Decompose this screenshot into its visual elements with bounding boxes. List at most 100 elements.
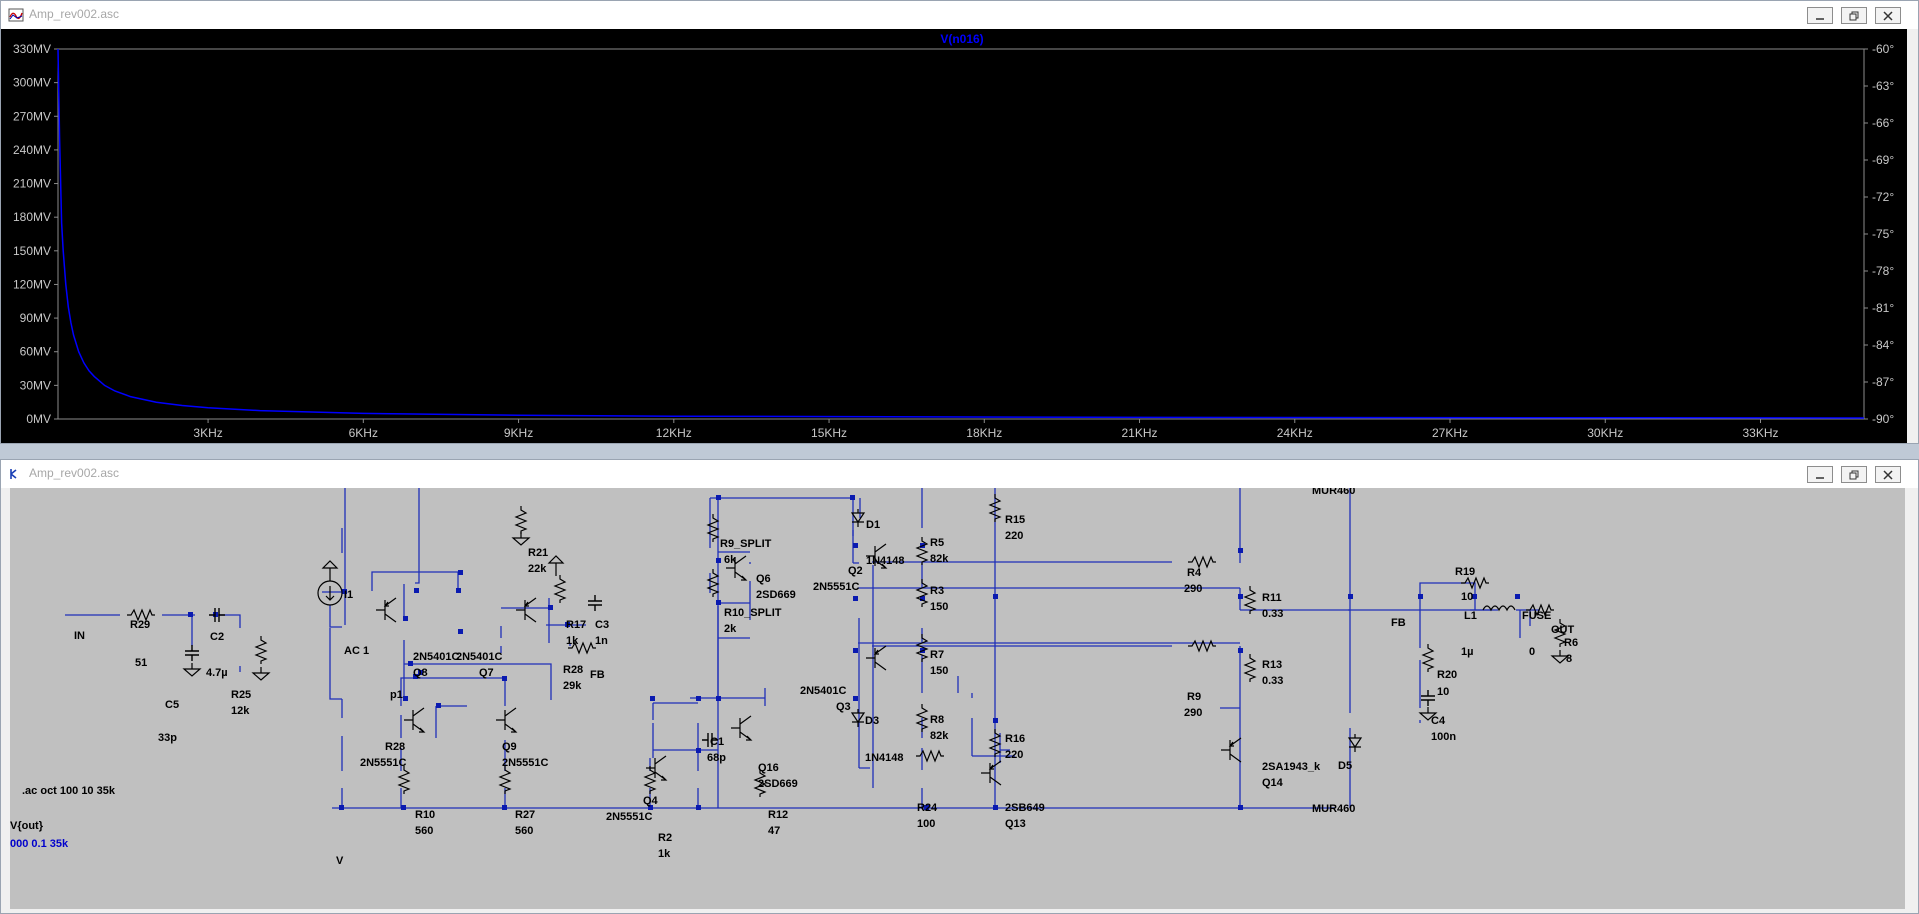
schematic-restore-button[interactable]	[1841, 466, 1867, 483]
label-r16: R16	[1005, 733, 1025, 745]
y2-tick-label: -69°	[1872, 153, 1894, 167]
value-c4: 100n	[1431, 731, 1456, 743]
net-label-fb-2: FB	[1391, 617, 1406, 629]
y2-tick-label: -90°	[1872, 412, 1894, 426]
value-r11: 0.33	[1262, 608, 1283, 620]
schematic-labels: IN R29 51 C2 4.7µ C5 33p R25 12k I1 AC 1…	[10, 488, 1578, 867]
y2-tick-label: -66°	[1872, 116, 1894, 130]
label-c1: C1	[710, 736, 724, 748]
label-d1: D1	[866, 519, 880, 531]
label-fuse: FUSE	[1522, 610, 1551, 622]
value-q8: 2N5401C	[413, 651, 460, 663]
schematic-drawing[interactable]: IN R29 51 C2 4.7µ C5 33p R25 12k I1 AC 1…	[10, 488, 1905, 909]
net-label-out: OUT	[1551, 624, 1575, 636]
minimize-icon	[1816, 17, 1824, 20]
label-q16: Q16	[758, 762, 779, 774]
schematic-symbols	[126, 493, 1569, 798]
schematic-titlebar[interactable]: Amp_rev002.asc	[1, 460, 1918, 488]
y-axis-ticks: 0MV30MV60MV90MV120MV150MV180MV210MV240MV…	[13, 42, 58, 426]
value-r21: 22k	[528, 563, 547, 575]
label-r5: R5	[930, 537, 944, 549]
net-label-ac1: AC 1	[344, 645, 369, 657]
x-tick-label: 24KHz	[1277, 426, 1313, 440]
label-r7: R7	[930, 649, 944, 661]
value-r5: 82k	[930, 553, 949, 565]
chart-title[interactable]: V(n016)	[940, 32, 983, 46]
minimize-icon	[1816, 476, 1824, 479]
value-r24: 100	[917, 818, 935, 830]
label-d3: D3	[865, 715, 879, 727]
value-r9: 290	[1184, 707, 1202, 719]
plot-titlebar[interactable]: Amp_rev002.asc	[1, 1, 1918, 29]
schematic-close-button[interactable]	[1875, 466, 1901, 483]
label-r20: R20	[1437, 669, 1457, 681]
label-q14: Q14	[1262, 777, 1284, 789]
label-q6: Q6	[756, 573, 771, 585]
plot-minimize-button[interactable]	[1807, 7, 1833, 24]
value-r28: 29k	[563, 680, 582, 692]
label-r9: R9	[1187, 691, 1201, 703]
value-r6: 8	[1566, 653, 1572, 665]
value-d3: 1N4148	[865, 752, 904, 764]
value-q9: 2N5551C	[502, 757, 549, 769]
waveform-viewer-icon	[8, 8, 24, 22]
restore-icon	[1849, 11, 1859, 20]
label-r11: R11	[1262, 592, 1282, 604]
label-r6: R6	[1564, 637, 1578, 649]
y2-tick-label: -75°	[1872, 227, 1894, 241]
schematic-window: Amp_rev002.asc	[0, 459, 1919, 914]
value-r3: 150	[930, 601, 948, 613]
label-r19: R19	[1455, 566, 1475, 578]
x-tick-label: 12KHz	[656, 426, 692, 440]
label-c4: C4	[1431, 715, 1446, 727]
y2-tick-label: -72°	[1872, 190, 1894, 204]
value-r8: 82k	[930, 730, 949, 742]
schematic-editor-icon	[10, 469, 17, 479]
net-label-p1: p1	[390, 689, 403, 701]
value-r16: 220	[1005, 749, 1023, 761]
label-r3: R3	[930, 585, 944, 597]
label-c3: C3	[595, 619, 609, 631]
schematic-canvas[interactable]: IN R29 51 C2 4.7µ C5 33p R25 12k I1 AC 1…	[10, 488, 1905, 909]
value-d-top: MUR460	[1312, 488, 1355, 497]
label-i1: I1	[344, 589, 353, 601]
label-r21: R21	[528, 547, 548, 559]
value-q14: 2SA1943_k	[1262, 761, 1321, 773]
value-r4: 290	[1184, 583, 1202, 595]
ac-directive[interactable]: .ac oct 100 10 35k	[22, 785, 116, 797]
label-q4: Q4	[643, 795, 659, 807]
x-tick-label: 6KHz	[349, 426, 378, 440]
label-r8: R8	[930, 714, 944, 726]
plot-close-button[interactable]	[1875, 7, 1901, 24]
value-c2: 4.7µ	[206, 667, 228, 679]
x-tick-label: 9KHz	[504, 426, 533, 440]
label-r28: R28	[563, 664, 583, 676]
label-r12: R12	[768, 809, 788, 821]
y2-tick-label: -78°	[1872, 264, 1894, 278]
value-r9-split: 6k	[724, 554, 737, 566]
value-r29: 51	[135, 657, 147, 669]
label-r4: R4	[1187, 567, 1202, 579]
plot-restore-button[interactable]	[1841, 7, 1867, 24]
label-q8: Q8	[413, 667, 428, 679]
label-c5: C5	[165, 699, 179, 711]
value-r27: 560	[515, 825, 533, 837]
plot-window-title: Amp_rev002.asc	[29, 7, 120, 21]
label-r15: R15	[1005, 514, 1025, 526]
waveform-chart[interactable]: V(n016) 0MV30MV60MV90MV120MV150MV180MV21…	[1, 29, 1907, 443]
schematic-minimize-button[interactable]	[1807, 466, 1833, 483]
y2-tick-label: -87°	[1872, 375, 1894, 389]
y-tick-label: 60MV	[20, 345, 51, 359]
net-label-v: V	[336, 855, 344, 867]
value-r12: 47	[768, 825, 780, 837]
value-q3: 2N5401C	[800, 685, 847, 697]
label-c2: C2	[210, 631, 224, 643]
label-q3: Q3	[836, 701, 851, 713]
y-tick-label: 330MV	[13, 42, 51, 56]
x-tick-label: 21KHz	[1122, 426, 1158, 440]
y2-tick-label: -63°	[1872, 79, 1894, 93]
label-r24: R24	[917, 802, 938, 814]
y-tick-label: 90MV	[20, 311, 51, 325]
trace-v-n016[interactable]	[57, 48, 1865, 419]
